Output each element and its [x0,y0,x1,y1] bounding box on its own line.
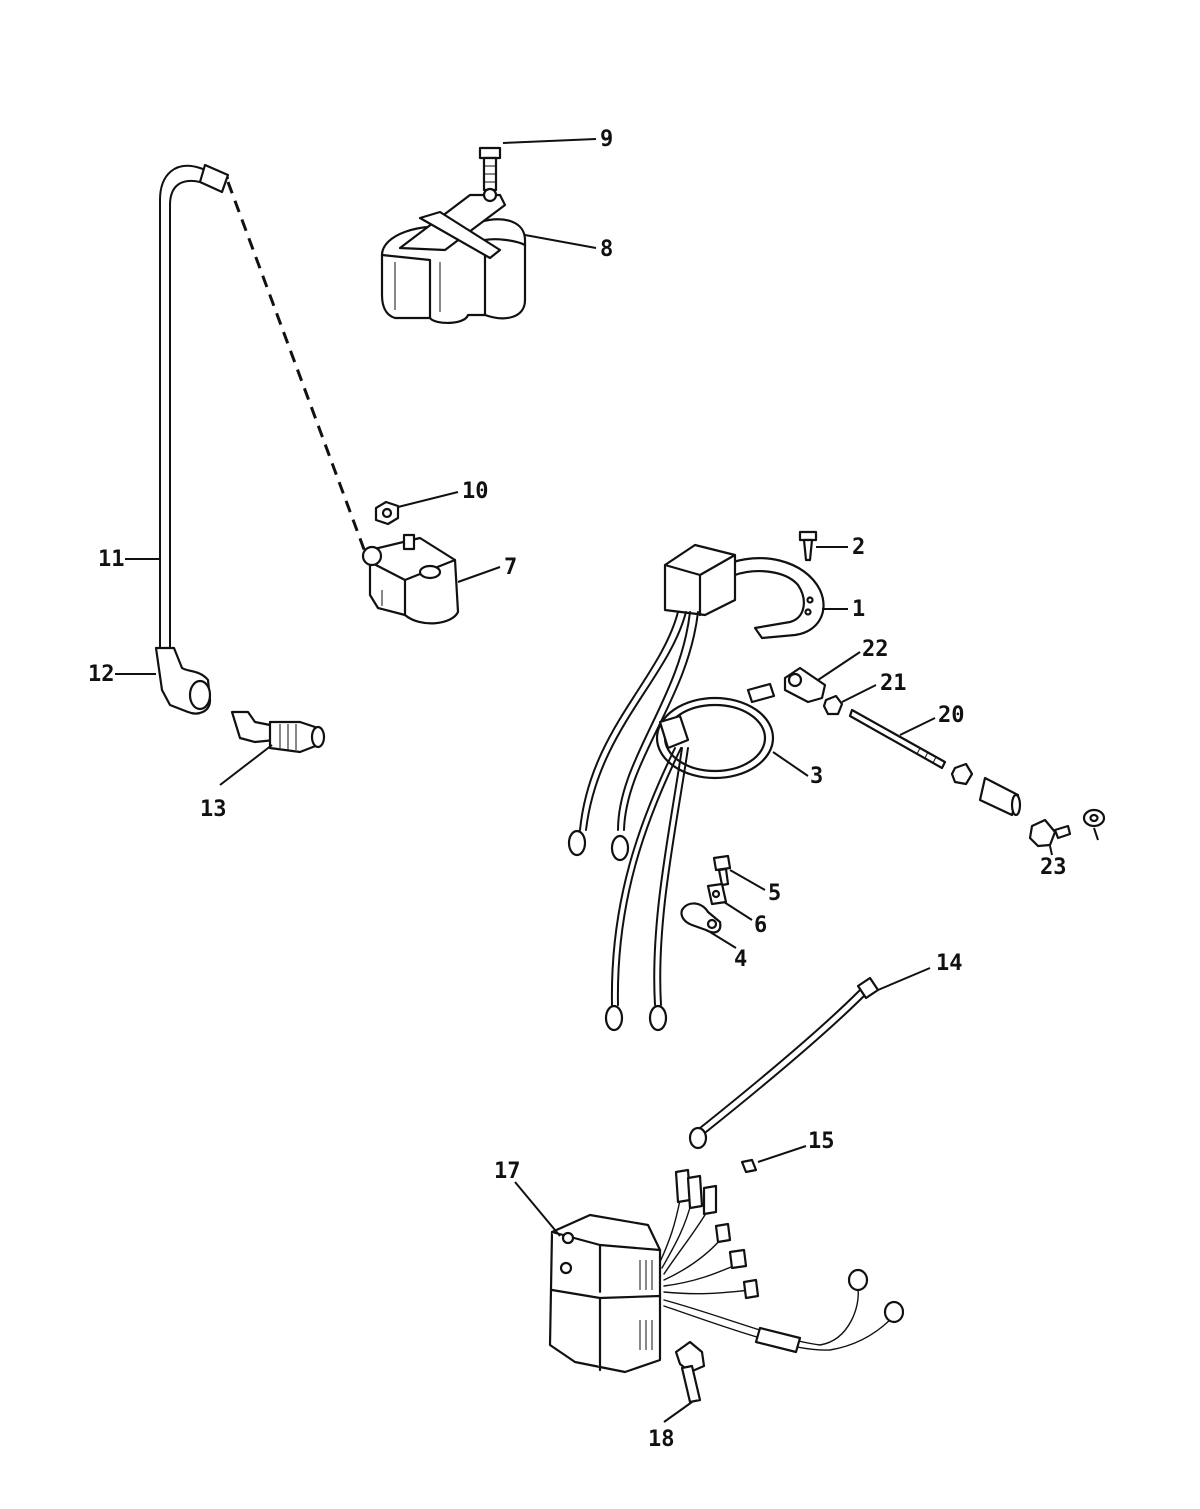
part-10-nut [374,500,400,526]
callout-20: 21 [880,671,907,696]
part-14-switch-box [548,1213,662,1374]
callout-14: 17 [494,1159,521,1184]
part-17-ground-strap [688,976,880,1150]
part-5-screw [712,854,732,887]
callout-21: 22 [862,637,889,662]
part-23-washer [1082,808,1106,828]
part-21-connector [783,666,827,704]
part-8-coil-pair [380,187,527,324]
part-19-rod [848,708,1022,817]
part-6-clip [706,882,728,906]
part-20-nut [822,694,844,716]
part-1-trigger-plate [663,543,825,640]
callout-5: 5 [768,881,781,906]
callout-3: 3 [810,764,823,789]
callout-15: 18 [648,1427,675,1452]
part-4-clamp [680,902,722,934]
callout-4: 4 [734,947,747,972]
part-15-bolt [674,1340,706,1404]
callout-17: 14 [936,951,963,976]
callout-9: 9 [600,127,613,152]
callout-1: 1 [852,597,865,622]
callout-22: 23 [1040,855,1067,880]
part-3-leads [604,747,689,1032]
part-2-screw [798,530,818,562]
part-12-spark-plug-boot [154,646,212,715]
part-22-fitting [1028,818,1072,848]
callout-19: 20 [938,703,965,728]
callout-11: 11 [98,547,125,572]
callout-18: 15 [808,1129,835,1154]
callout-13: 13 [200,797,227,822]
part-7-coil [361,533,460,625]
part-18-screw [740,1158,758,1174]
callout-labels: 9 8 10 11 7 2 1 22 12 21 20 3 13 23 5 6 … [88,127,1067,1452]
callout-10: 10 [462,479,489,504]
part-11-lead-wire [159,163,230,651]
callout-2: 2 [852,535,865,560]
part-13-spark-plug [230,710,326,754]
callout-12: 12 [88,662,115,687]
dashed-connection [226,181,367,553]
part-9-screw [478,146,502,192]
leader-lines [115,138,1099,1423]
callout-7: 7 [504,555,517,580]
part-14-leads [659,1168,905,1354]
callout-6: 6 [754,913,767,938]
callout-8: 8 [600,237,613,262]
